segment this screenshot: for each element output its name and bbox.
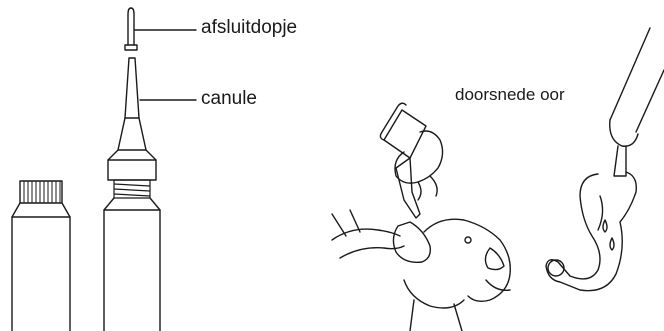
ear-canal-outline (546, 172, 636, 291)
section-tube-shoulder (610, 120, 638, 146)
ear-section-label: doorsnede oor (455, 85, 565, 105)
dog-ear-application-illustration (332, 103, 510, 331)
cap-label: afsluitdopje (201, 17, 297, 39)
cap-body (128, 8, 134, 45)
cap-rim (125, 45, 137, 50)
cannula-base (108, 150, 156, 180)
tube-body (12, 203, 70, 331)
tube-thread (114, 180, 150, 198)
dog-eye (465, 237, 471, 243)
section-tube-body (610, 28, 664, 132)
cannula (118, 58, 146, 150)
hand-holding-tube (395, 131, 443, 183)
ear-canal-inner (598, 196, 603, 230)
tube-with-cannula-illustration (104, 8, 160, 331)
ear-cross-section-illustration (546, 28, 664, 291)
cannula-label: canule (201, 88, 257, 110)
dog-nose (485, 248, 504, 270)
tube-cap-ribs (24, 181, 60, 203)
drop-2 (610, 238, 614, 250)
dog-ear-flap (393, 222, 430, 262)
dog-neck (410, 300, 462, 331)
closed-tube-illustration (12, 181, 70, 331)
drop-1 (603, 220, 607, 232)
applied-cannula (396, 158, 420, 218)
tube-body (104, 198, 160, 331)
eardrum (548, 260, 564, 276)
section-cannula (614, 146, 626, 176)
